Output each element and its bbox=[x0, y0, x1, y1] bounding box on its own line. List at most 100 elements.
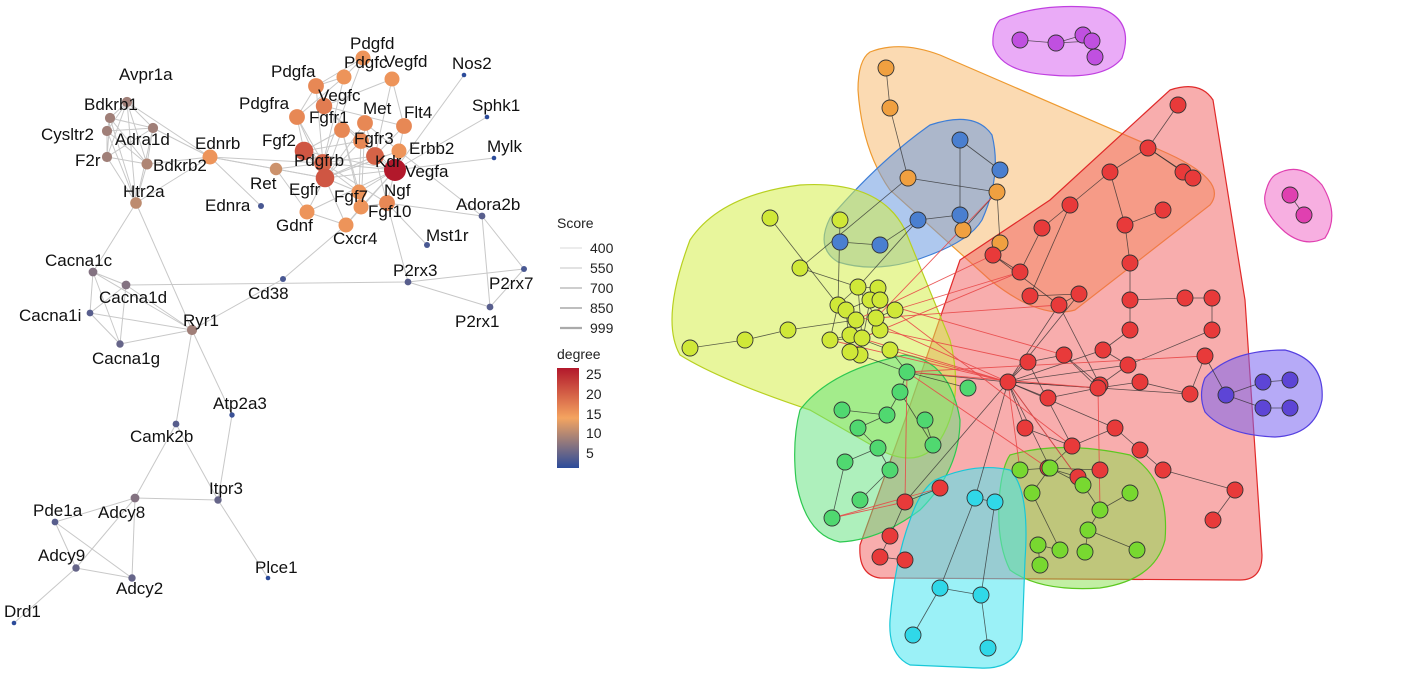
gene-node[interactable] bbox=[308, 78, 324, 94]
red-cluster-node[interactable] bbox=[881, 527, 899, 545]
green-cluster-node[interactable] bbox=[869, 439, 887, 457]
green-cluster-node[interactable] bbox=[881, 461, 899, 479]
gene-node[interactable] bbox=[521, 266, 527, 272]
red-cluster-node[interactable] bbox=[1050, 296, 1068, 314]
gene-node[interactable] bbox=[391, 143, 407, 159]
orange-cluster-node[interactable] bbox=[988, 183, 1006, 201]
cyan-cluster-node[interactable] bbox=[979, 639, 997, 657]
red-cluster-node[interactable] bbox=[1131, 373, 1149, 391]
yellow-cluster-node[interactable] bbox=[821, 331, 839, 349]
violet-cluster-node[interactable] bbox=[1254, 373, 1272, 391]
lime-cluster-node[interactable] bbox=[1031, 556, 1049, 574]
gene-node[interactable] bbox=[289, 109, 305, 125]
red-cluster-node[interactable] bbox=[1226, 481, 1244, 499]
lime-cluster-node[interactable] bbox=[1074, 476, 1092, 494]
yellow-cluster-node[interactable] bbox=[681, 339, 699, 357]
red-cluster-node[interactable] bbox=[896, 493, 914, 511]
gene-node[interactable] bbox=[280, 276, 286, 282]
gene-node[interactable] bbox=[147, 122, 159, 134]
lime-cluster-node[interactable] bbox=[1023, 484, 1041, 502]
cyan-cluster-node[interactable] bbox=[904, 626, 922, 644]
orange-cluster-node[interactable] bbox=[954, 221, 972, 239]
gene-node[interactable] bbox=[186, 324, 198, 336]
pink-cluster-node[interactable] bbox=[1295, 206, 1313, 224]
red-cluster-node[interactable] bbox=[1019, 353, 1037, 371]
red-cluster-node[interactable] bbox=[1203, 289, 1221, 307]
gene-node[interactable] bbox=[424, 242, 430, 248]
red-cluster-node[interactable] bbox=[1016, 419, 1034, 437]
red-cluster-node[interactable] bbox=[931, 479, 949, 497]
red-cluster-node[interactable] bbox=[1055, 346, 1073, 364]
red-cluster-node[interactable] bbox=[896, 551, 914, 569]
gene-node[interactable] bbox=[101, 151, 113, 163]
red-cluster-node[interactable] bbox=[1021, 287, 1039, 305]
red-cluster-node[interactable] bbox=[1181, 385, 1199, 403]
red-cluster-node[interactable] bbox=[1101, 163, 1119, 181]
gene-node[interactable] bbox=[315, 97, 333, 115]
gene-node[interactable] bbox=[104, 112, 116, 124]
green-cluster-node[interactable] bbox=[916, 411, 934, 429]
gene-node[interactable] bbox=[461, 72, 467, 78]
red-cluster-node[interactable] bbox=[1116, 216, 1134, 234]
gene-node[interactable] bbox=[379, 195, 395, 211]
violet-cluster-node[interactable] bbox=[1281, 371, 1299, 389]
green-cluster-node[interactable] bbox=[823, 509, 841, 527]
lime-cluster-node[interactable] bbox=[1076, 543, 1094, 561]
green-cluster-node[interactable] bbox=[959, 379, 977, 397]
red-cluster-node[interactable] bbox=[1033, 219, 1051, 237]
red-cluster-node[interactable] bbox=[1196, 347, 1214, 365]
red-cluster-node[interactable] bbox=[1184, 169, 1202, 187]
red-cluster-node[interactable] bbox=[1011, 263, 1029, 281]
yellow-cluster-node[interactable] bbox=[881, 341, 899, 359]
violet-cluster-node[interactable] bbox=[1217, 386, 1235, 404]
yellow-cluster-node[interactable] bbox=[791, 259, 809, 277]
gene-node[interactable] bbox=[116, 340, 124, 348]
gene-node[interactable] bbox=[269, 162, 283, 176]
yellow-cluster-node[interactable] bbox=[736, 331, 754, 349]
red-cluster-node[interactable] bbox=[1154, 461, 1172, 479]
green-cluster-node[interactable] bbox=[878, 406, 896, 424]
gene-node[interactable] bbox=[315, 168, 335, 188]
red-cluster-node[interactable] bbox=[1089, 379, 1107, 397]
red-cluster-node[interactable] bbox=[1154, 201, 1172, 219]
yellow-cluster-node[interactable] bbox=[849, 278, 867, 296]
violet-cluster-node[interactable] bbox=[1254, 399, 1272, 417]
green-cluster-node[interactable] bbox=[836, 453, 854, 471]
gene-node[interactable] bbox=[355, 50, 371, 66]
green-cluster-node[interactable] bbox=[833, 401, 851, 419]
gene-node[interactable] bbox=[334, 122, 350, 138]
yellow-cluster-node[interactable] bbox=[886, 301, 904, 319]
gene-node[interactable] bbox=[336, 69, 352, 85]
red-cluster-node[interactable] bbox=[1094, 341, 1112, 359]
red-cluster-node[interactable] bbox=[1091, 461, 1109, 479]
pink-cluster-node[interactable] bbox=[1281, 186, 1299, 204]
blue-cluster-node[interactable] bbox=[951, 131, 969, 149]
red-cluster-node[interactable] bbox=[1106, 419, 1124, 437]
lime-cluster-node[interactable] bbox=[1011, 461, 1029, 479]
cyan-cluster-node[interactable] bbox=[972, 586, 990, 604]
red-cluster-node[interactable] bbox=[1121, 291, 1139, 309]
gene-node[interactable] bbox=[353, 133, 369, 149]
gene-node[interactable] bbox=[128, 574, 136, 582]
red-cluster-node[interactable] bbox=[1063, 437, 1081, 455]
gene-node[interactable] bbox=[265, 575, 271, 581]
gene-node[interactable] bbox=[130, 197, 142, 209]
red-cluster-node[interactable] bbox=[1121, 254, 1139, 272]
gene-node[interactable] bbox=[294, 141, 314, 161]
lime-cluster-node[interactable] bbox=[1091, 501, 1109, 519]
orange-cluster-node[interactable] bbox=[881, 99, 899, 117]
green-cluster-node[interactable] bbox=[898, 363, 916, 381]
gene-node[interactable] bbox=[202, 149, 218, 165]
green-cluster-node[interactable] bbox=[924, 436, 942, 454]
gene-node[interactable] bbox=[258, 203, 264, 209]
gene-node[interactable] bbox=[478, 212, 486, 220]
yellow-cluster-node[interactable] bbox=[867, 309, 885, 327]
blue-cluster-node[interactable] bbox=[991, 161, 1009, 179]
lime-cluster-node[interactable] bbox=[1041, 459, 1059, 477]
gene-node[interactable] bbox=[384, 71, 400, 87]
orange-cluster-node[interactable] bbox=[877, 59, 895, 77]
gene-node[interactable] bbox=[51, 518, 59, 526]
red-cluster-node[interactable] bbox=[1070, 285, 1088, 303]
gene-node[interactable] bbox=[88, 267, 98, 277]
yellow-cluster-node[interactable] bbox=[837, 301, 855, 319]
